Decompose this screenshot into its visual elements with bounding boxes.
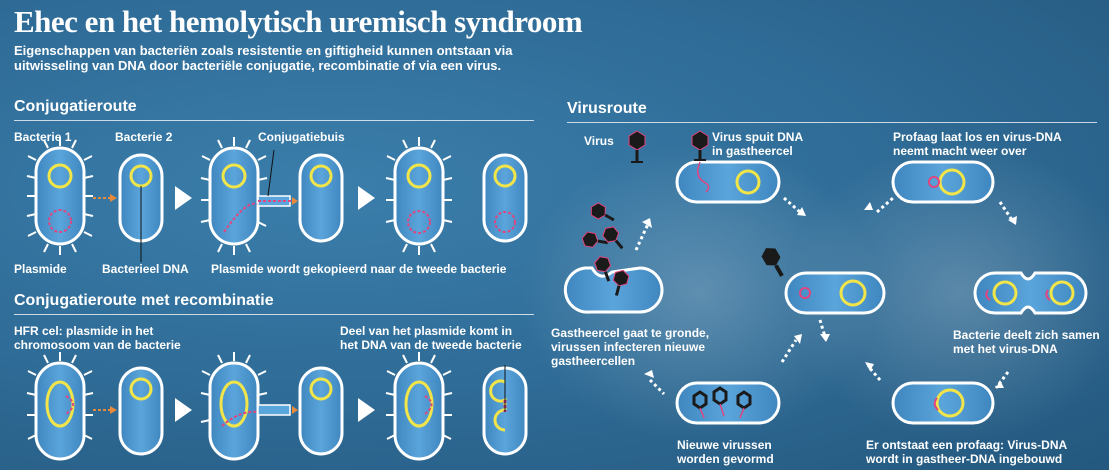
virus-cycle-arrowheads	[642, 202, 1017, 388]
label-part-plasmid-2: het DNA van de tweede bacterie	[340, 338, 522, 352]
transfer-arrowhead-1	[110, 194, 117, 202]
bacterium-receiving	[298, 153, 344, 243]
bursting-host-cell	[563, 256, 664, 314]
bacterium-conjugating	[200, 137, 298, 255]
bacterium-result-2	[482, 153, 528, 243]
label-injects-2: in gastheercel	[712, 144, 793, 158]
prophage-forming-cell	[891, 381, 995, 425]
step-arrow-2	[358, 186, 375, 210]
label-host-dies-3: gastheercellen	[551, 354, 636, 368]
virus-cycle-arrows	[634, 196, 1014, 396]
label-injects-1: Virus spuit DNA	[712, 130, 804, 144]
label-bacterie-1: Bacterie 1	[14, 130, 72, 144]
virus-injecting-cell	[675, 130, 781, 204]
step-arrow-4	[358, 398, 375, 422]
label-plasmid: Plasmide	[14, 262, 67, 276]
label-prophage-forms-2: wordt in gastheer-DNA ingebouwd	[866, 452, 1063, 466]
prophage-release-cell	[891, 160, 995, 204]
label-conjugation-tube: Conjugatiebuis	[258, 130, 345, 144]
page-title: Ehec en het hemolytisch uremisch syndroo…	[14, 4, 583, 39]
subtitle-line-1: Eigenschappen van bacteriën zoals resist…	[14, 43, 513, 58]
recombination-heading: Conjugatieroute met recombinatie	[14, 292, 274, 309]
label-host-dies-1: Gastheercel gaat te gronde,	[551, 326, 710, 340]
recombined-bacterium	[482, 365, 528, 456]
label-part-plasmid-1: Deel van het plasmide komt in	[340, 324, 513, 338]
label-divides-2: met het virus-DNA	[953, 342, 1058, 356]
hfr-bacterium	[26, 352, 94, 461]
label-hfr-2: chromosoom van de bacterie	[14, 338, 181, 352]
bacterium-result-1	[385, 137, 453, 255]
bacterium-1	[26, 137, 94, 255]
hfr-conjugating	[200, 352, 298, 461]
label-virus: Virus	[584, 134, 614, 148]
label-bacterie-2: Bacterie 2	[115, 130, 173, 144]
dividing-cell	[973, 271, 1088, 315]
label-prophage-forms-1: Er ontstaat een profaag: Virus-DNA	[866, 438, 1068, 452]
label-new-viruses-1: Nieuwe virussen	[677, 438, 772, 452]
hfr-result	[385, 352, 453, 461]
virus-route-divider	[567, 122, 1097, 123]
virus-cycle-glow-right	[785, 142, 1109, 442]
label-bacterial-dna: Bacterieel DNA	[102, 262, 189, 276]
label-new-viruses-2: worden gevormd	[677, 452, 774, 466]
virus-floating-icon	[761, 248, 784, 277]
infected-cell-center	[784, 271, 886, 315]
transfer-arrowhead-2	[110, 406, 117, 414]
step-arrow-3	[175, 398, 192, 422]
conjugation-heading: Conjugatieroute	[14, 98, 137, 115]
virus-icon	[628, 130, 646, 163]
step-arrow-1	[175, 186, 192, 210]
label-prophage-release-1: Profaag laat los en virus-DNA	[893, 130, 1062, 144]
label-hfr-1: HFR cel: plasmide in het	[14, 324, 154, 338]
recombination-divider	[14, 314, 534, 315]
released-viruses	[581, 202, 624, 250]
virus-route-heading: Virusroute	[567, 100, 647, 117]
subtitle-line-2: uitwisseling van DNA door bacteriële con…	[14, 58, 502, 73]
recipient-receiving	[298, 366, 344, 456]
bacterium-2	[118, 153, 164, 262]
label-plasmid-copied: Plasmide wordt gekopieerd naar de tweede…	[211, 262, 507, 276]
label-host-dies-2: virussen infecteren nieuwe	[551, 340, 706, 354]
recipient-bacterium	[118, 366, 164, 456]
label-prophage-release-2: neemt macht weer over	[893, 144, 1027, 158]
label-divides-1: Bacterie deelt zich samen	[953, 328, 1100, 342]
conjugation-divider	[14, 120, 534, 121]
new-viruses-cell	[675, 381, 781, 425]
